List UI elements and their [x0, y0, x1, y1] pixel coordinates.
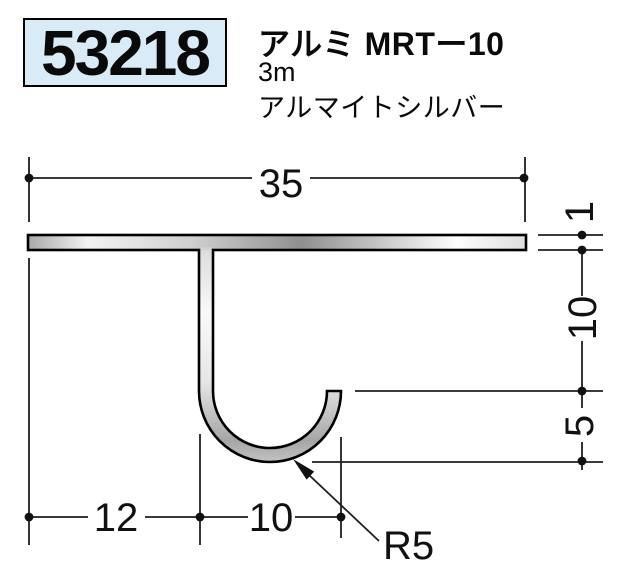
- dim-width: [28, 157, 526, 545]
- dim-hook-depth-label: 5: [558, 415, 602, 437]
- dim-thickness: [538, 234, 603, 296]
- profile-shape: [26, 233, 528, 464]
- radius-arrowhead: [293, 459, 315, 480]
- dim-dot: [577, 245, 587, 255]
- dim-stem-label: 10: [561, 296, 605, 341]
- radius-leader-line: [308, 474, 380, 542]
- dim-width-label: 35: [259, 162, 304, 206]
- dim-hook-depth: [312, 442, 603, 470]
- product-code: 53218: [41, 16, 211, 89]
- profile-flange: [26, 233, 528, 252]
- profile-stem-hook: [197, 250, 343, 464]
- product-length: 3m: [258, 57, 296, 87]
- dim-dot: [195, 512, 205, 522]
- dim-dot: [24, 173, 34, 183]
- profile-junction: [200, 247, 212, 251]
- dim-dot: [24, 512, 34, 522]
- dim-stem: [355, 341, 603, 408]
- radius-callout: R5: [293, 459, 434, 562]
- product-code-box: 53218: [23, 18, 227, 87]
- dim-offset-label: 12: [94, 496, 139, 540]
- product-finish: アルマイトシルバー: [258, 93, 506, 123]
- dim-hook-width-label: 10: [249, 496, 294, 540]
- dim-dot: [336, 512, 346, 522]
- radius-label: R5: [383, 524, 434, 562]
- dim-thickness-label: 1: [558, 201, 602, 223]
- dim-dot: [577, 386, 587, 396]
- dim-dot: [577, 456, 587, 466]
- product-title: アルミ MRTー10: [258, 26, 505, 62]
- dim-dot: [519, 173, 529, 183]
- dim-dot: [577, 230, 587, 240]
